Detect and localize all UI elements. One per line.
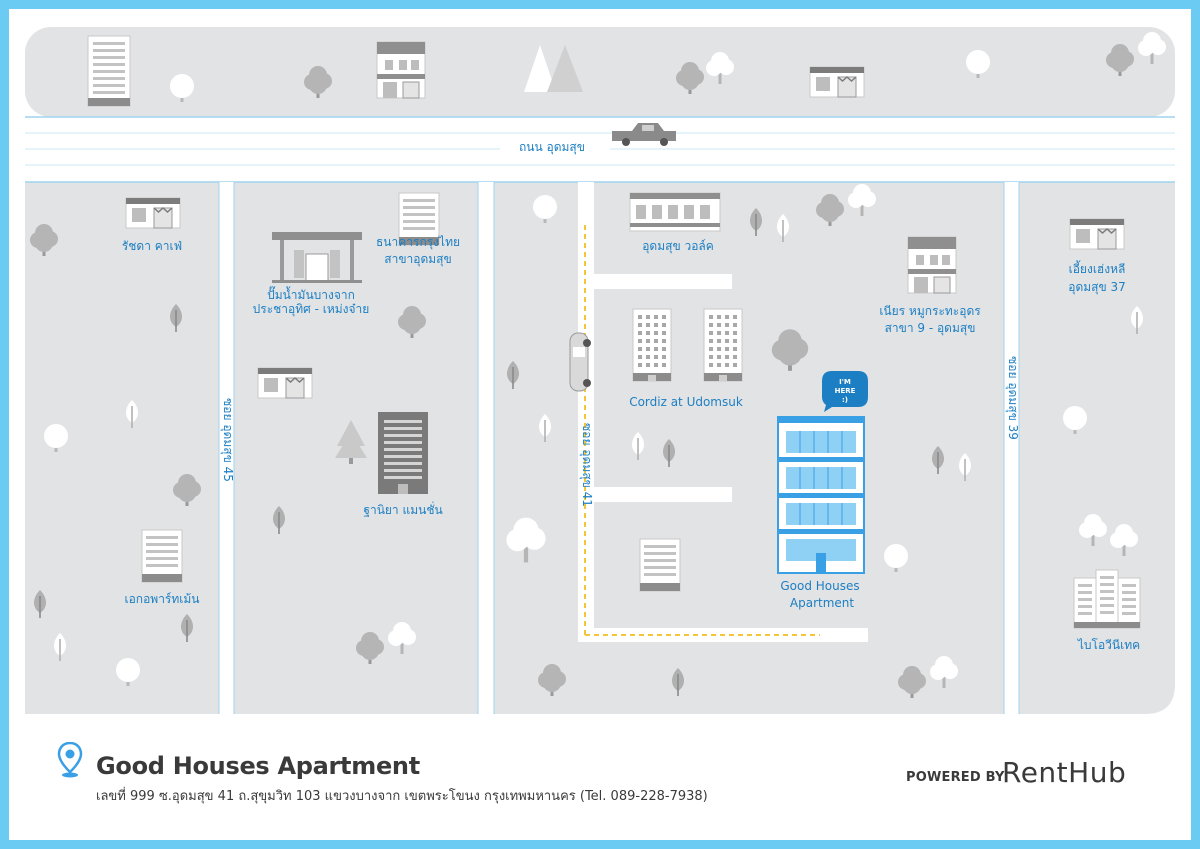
- rachada-cafe-label: รัชดา คาเฟ่: [122, 239, 182, 253]
- shop-icon: [1069, 218, 1125, 250]
- building-icon: [378, 412, 428, 494]
- yuenghong-label-1: เอี้ยงเฮ่งหลี: [1069, 260, 1126, 276]
- cordiz-label: Cordiz at Udomsuk: [629, 395, 743, 409]
- building-icon: [703, 308, 743, 382]
- bank-label-1: ธนาคารกรุงไทย: [376, 235, 460, 250]
- shop-icon: [257, 367, 313, 399]
- soi-39-label: ซอย อุดมสุข 39: [1005, 356, 1020, 440]
- pork-label-2: สาขา 9 - อุดมสุข: [885, 321, 976, 336]
- udomsuk-walk-label: อุดมสุข วอล์ค: [642, 239, 714, 254]
- marker-text-2: HERE: [835, 387, 856, 395]
- good-houses-building[interactable]: [777, 416, 865, 574]
- car-icon: [569, 332, 591, 392]
- im-here-marker: I'M HERE :): [822, 371, 868, 412]
- soi-41-label: ซอย อุดมสุข 41: [579, 423, 594, 507]
- soi-45-label: ซอย อุดมสุข 45: [220, 398, 235, 482]
- shop-icon: [376, 41, 426, 99]
- shop-icon: [809, 66, 865, 98]
- apartment-address: เลขที่ 999 ซ.อุดมสุข 41 ถ.สุขุมวิท 103 แ…: [96, 789, 708, 804]
- building-icon: [632, 308, 672, 382]
- building-icon: [87, 35, 131, 107]
- good-houses-label-2: Apartment: [790, 596, 854, 610]
- location-pin-icon: [57, 742, 83, 778]
- marker-text-1: I'M: [839, 378, 851, 386]
- tree-icon: [335, 420, 367, 464]
- tree-icon: [524, 45, 583, 92]
- bank-label-2: สาขาอุดมสุข: [384, 252, 451, 267]
- shop-icon: [907, 236, 957, 294]
- building-icon: [629, 192, 721, 232]
- building-icon: [1073, 569, 1141, 629]
- building-icon: [639, 538, 681, 592]
- shop-icon: [125, 197, 181, 229]
- gas-station-icon: [272, 232, 362, 283]
- main-road-label: ถนน อุดมสุข: [519, 140, 585, 155]
- gas-station-label-2: ประชาอุทิศ - เหม่งจ๋าย: [253, 302, 370, 317]
- building-icon: [141, 529, 183, 583]
- apartment-title: Good Houses Apartment: [96, 752, 420, 780]
- thanniya-label: ฐานิยา แมนชั่น: [363, 501, 442, 517]
- pork-label-1: เนียร หมูกระทะอุดร: [879, 304, 981, 319]
- yuenghong-label-2: อุดมสุข 37: [1068, 280, 1126, 295]
- good-houses-label-1: Good Houses: [780, 579, 859, 593]
- gas-station-label-1: ปั๊มน้ำมันบางจาก: [267, 286, 355, 302]
- main-road: [25, 116, 1175, 183]
- marker-text-3: :): [842, 396, 848, 404]
- renthub-logo[interactable]: RentHub: [1002, 756, 1127, 789]
- ekapark-label: เอกอพาร์ทเม้น: [125, 592, 200, 606]
- side-streets: [218, 182, 1020, 714]
- powered-by-text: POWERED BY: [906, 770, 1005, 785]
- bio-one-label: ไบโอวีนีเทค: [1077, 638, 1140, 652]
- car-icon: [612, 123, 676, 146]
